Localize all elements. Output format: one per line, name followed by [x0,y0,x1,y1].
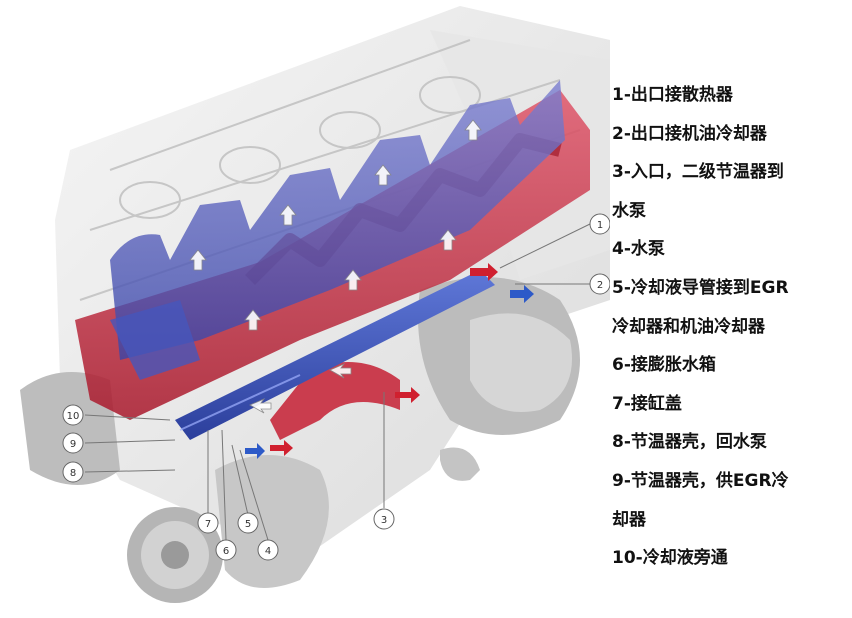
legend-line: 5-冷却液导管接到EGR [612,277,789,298]
svg-text:6: 6 [223,546,229,557]
legend-line: 9-节温器壳，供EGR冷 [612,470,789,491]
svg-text:1: 1 [597,220,603,231]
legend-line: 4-水泵 [612,239,665,260]
legend-line: 2-出口接机油冷却器 [612,123,767,144]
svg-text:10: 10 [67,411,80,422]
engine-cooling-diagram: 1 2 3 4 5 6 7 8 9 10 [20,6,610,603]
parts-legend: 1-出口接散热器 2-出口接机油冷却器 3-入口，二级节温器到 水泵 4-水泵 … [612,76,848,578]
callout-2: 2 [589,273,610,295]
svg-text:4: 4 [265,546,271,557]
legend-line: 冷却器和机油冷却器 [612,316,765,337]
svg-text:2: 2 [597,280,603,291]
legend-line: 1-出口接散热器 [612,85,733,105]
legend-line: 水泵 [612,200,646,221]
legend-line: 3-入口，二级节温器到 [612,162,784,183]
legend-line: 10-冷却液旁通 [612,548,728,569]
callout-6: 6 [215,539,237,561]
svg-text:8: 8 [70,468,76,479]
coolant-pipe [175,270,495,440]
legend-line: 7-接缸盖 [612,393,682,414]
callout-3: 3 [373,508,395,530]
callout-4: 4 [257,539,279,561]
legend-line: 却器 [612,509,646,530]
callout-7: 7 [197,512,219,534]
outlet-arrows [245,263,534,459]
callout-8: 8 [62,461,84,483]
legend-line: 8-节温器壳，回水泵 [612,432,767,453]
svg-text:7: 7 [205,519,211,530]
callout-1: 1 [589,213,610,235]
svg-text:5: 5 [245,519,251,530]
svg-text:3: 3 [381,515,387,526]
callout-9: 9 [62,432,84,454]
flow-arrows [189,119,482,414]
leader-lines [84,223,591,541]
legend-line: 6-接膨胀水箱 [612,355,716,376]
callout-10: 10 [62,404,84,426]
callout-5: 5 [237,512,259,534]
svg-text:9: 9 [70,439,76,450]
cold-coolant-jacket [110,80,565,380]
